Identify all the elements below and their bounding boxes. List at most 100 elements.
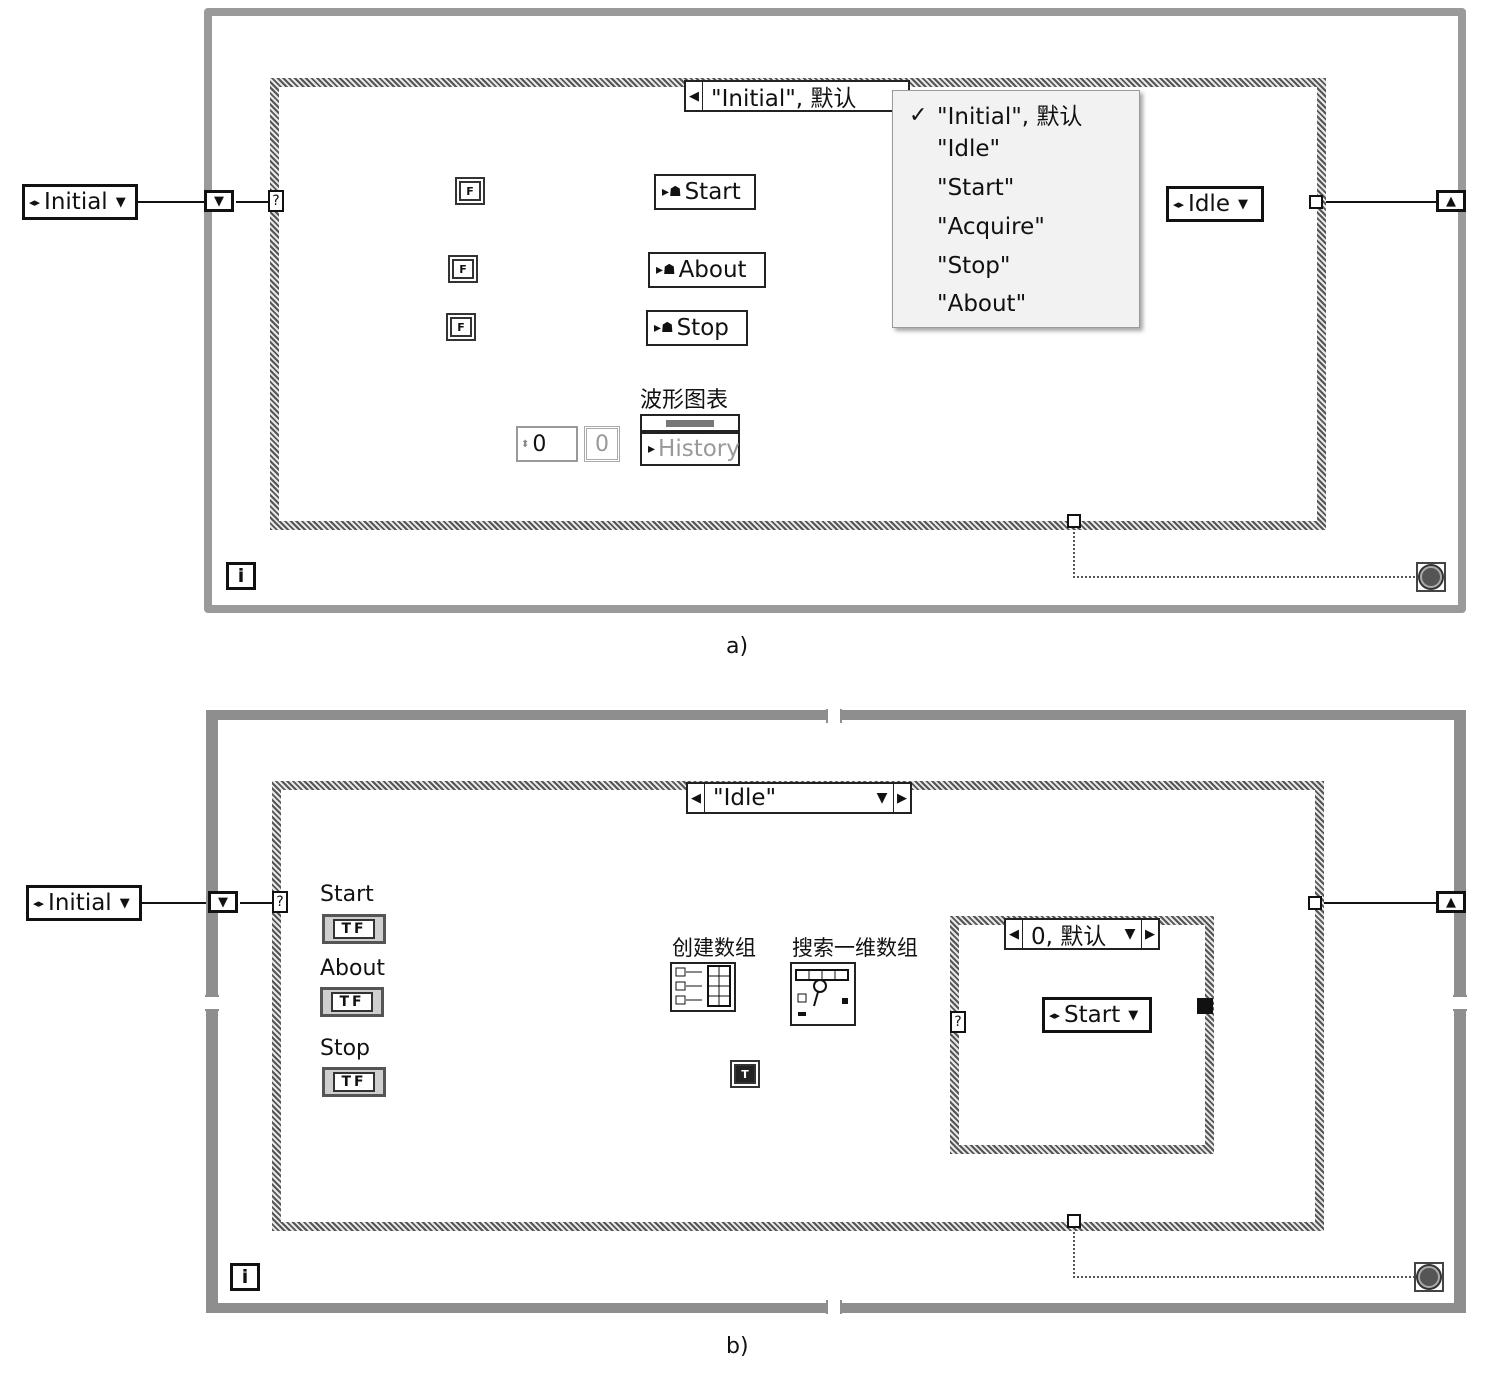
index-value: 0 [595,431,609,457]
numeric-control[interactable]: ⬍ 0 [516,426,578,462]
iteration-terminal-a: i [226,562,256,590]
label-start: Start [320,882,374,907]
chart-label: 波形图表 [640,388,729,413]
bottom-tunnel-b[interactable] [1067,1214,1081,1228]
false-constant-2[interactable]: F [448,255,478,283]
chart-property-header [640,414,740,432]
case-selector-label: "Initial", 默认 [711,86,857,112]
boolean-terminal-stop[interactable]: TF [322,1067,386,1097]
false-constant-3[interactable]: F [446,313,476,341]
menu-item-stop[interactable]: "Stop" [937,253,1011,279]
shift-register-left-b[interactable]: ▼ [208,891,238,913]
numeric-array-index[interactable]: 0 [584,426,620,462]
boolean-terminal-about[interactable]: TF [320,987,384,1017]
while-loop-a [204,8,1466,613]
loop-notch [205,995,219,1011]
enum-initial-b[interactable]: ◂▸ Initial ▼ [26,885,142,921]
boolean-terminal-start[interactable]: TF [322,914,386,944]
case-dropdown-menu: ✓ "Initial", 默认 "Idle" "Start" "Acquire"… [892,90,1140,328]
next-case-icon[interactable]: ▶ [1141,920,1158,948]
shift-register-left-a[interactable]: ▼ [204,190,234,212]
bottom-tunnel-a[interactable] [1067,514,1081,528]
question-mark: ? [276,894,284,910]
property-icon: ▸ [648,441,656,457]
prev-case-icon[interactable]: ◀ [688,784,705,812]
tf-label: TF [333,919,375,939]
menu-item-idle[interactable]: "Idle" [937,136,1001,162]
caption-a: a) [726,634,749,659]
inner-selector-terminal[interactable]: ? [950,1011,966,1033]
false-constant-1[interactable]: F [455,177,485,205]
search-1d-array-function[interactable] [790,962,856,1026]
iteration-terminal-b: i [230,1263,260,1291]
property-node-about[interactable]: ▸☗About [648,252,766,288]
property-label: About [678,257,747,283]
property-icon: ▸☗ [654,320,674,336]
menu-item-acquire[interactable]: "Acquire" [937,214,1045,240]
property-node-stop[interactable]: ▸☗Stop [646,310,748,346]
loop-notch [826,709,842,723]
chevron-down-icon[interactable]: ▼ [1124,926,1136,942]
prev-case-icon[interactable]: ◀ [686,82,703,110]
property-node-start[interactable]: ▸☗Start [654,174,756,210]
true-label: T [734,1064,756,1084]
tf-label: TF [331,992,373,1012]
case-selector-terminal-a[interactable]: ? [268,190,284,212]
stop-condition-a[interactable] [1416,562,1446,592]
enum-arrows-icon: ◂▸ [1173,197,1185,211]
next-case-icon[interactable]: ▶ [893,784,910,812]
enum-value: Initial [44,189,108,215]
label-about: About [320,956,386,981]
question-mark: ? [954,1014,962,1030]
question-mark: ? [272,193,280,209]
down-triangle-icon: ▼ [214,193,224,209]
enum-arrows-icon: ◂▸ [29,195,41,209]
up-triangle-icon: ▲ [1446,894,1456,910]
case-selector-a[interactable]: ◀ "Initial", 默认 ▼ [684,80,910,112]
property-label: History [658,436,740,462]
enum-value: Start [1064,1002,1121,1028]
stop-condition-b[interactable] [1414,1262,1444,1292]
inner-case-selector[interactable]: ◀ 0, 默认 ▼ ▶ [1004,918,1160,950]
iteration-label: i [237,565,245,587]
enum-start-b[interactable]: ◂▸ Start ▼ [1042,997,1152,1033]
down-triangle-icon: ▼ [218,894,228,910]
increment-arrows-icon[interactable]: ⬍ [521,438,530,450]
chevron-down-icon: ▼ [115,194,126,210]
chevron-down-icon[interactable]: ▼ [876,790,888,806]
inner-output-tunnel[interactable] [1197,998,1213,1014]
enum-arrows-icon: ◂▸ [33,896,45,910]
enum-idle-a[interactable]: ◂▸ Idle ▼ [1166,186,1264,222]
property-node-history[interactable]: ▸History [640,432,740,466]
shift-register-right-a[interactable]: ▲ [1436,190,1466,212]
menu-item-start[interactable]: "Start" [937,175,1015,201]
case-structure-a [270,78,1326,530]
shift-register-right-b[interactable]: ▲ [1436,891,1466,913]
prev-case-icon[interactable]: ◀ [1006,920,1023,948]
label-stop: Stop [320,1036,371,1061]
build-array-function[interactable] [670,962,736,1012]
up-triangle-icon: ▲ [1446,193,1456,209]
false-label: F [459,181,481,201]
chevron-down-icon: ▼ [119,895,130,911]
false-label: F [452,259,474,279]
output-tunnel-b[interactable] [1308,896,1322,910]
property-icon: ▸☗ [656,262,676,278]
build-array-label: 创建数组 [672,936,756,960]
tf-label: TF [333,1072,375,1092]
property-label: Stop [676,315,729,341]
false-label: F [450,317,472,337]
output-tunnel-a[interactable] [1309,195,1323,209]
menu-item-about[interactable]: "About" [937,291,1027,317]
case-selector-label: 0, 默认 [1031,924,1107,950]
menu-item-initial[interactable]: "Initial", 默认 [937,104,1083,130]
case-selector-b[interactable]: ◀ "Idle" ▼ ▶ [686,782,912,814]
inner-case-structure [950,916,1214,1154]
stop-icon [1420,566,1442,588]
enum-value: Idle [1188,191,1230,217]
enum-initial-a[interactable]: ◂▸ Initial ▼ [22,184,138,220]
iteration-label: i [241,1266,249,1288]
true-constant[interactable]: T [730,1060,760,1088]
chevron-down-icon: ▼ [1128,1007,1139,1023]
case-selector-terminal-b[interactable]: ? [272,891,288,913]
